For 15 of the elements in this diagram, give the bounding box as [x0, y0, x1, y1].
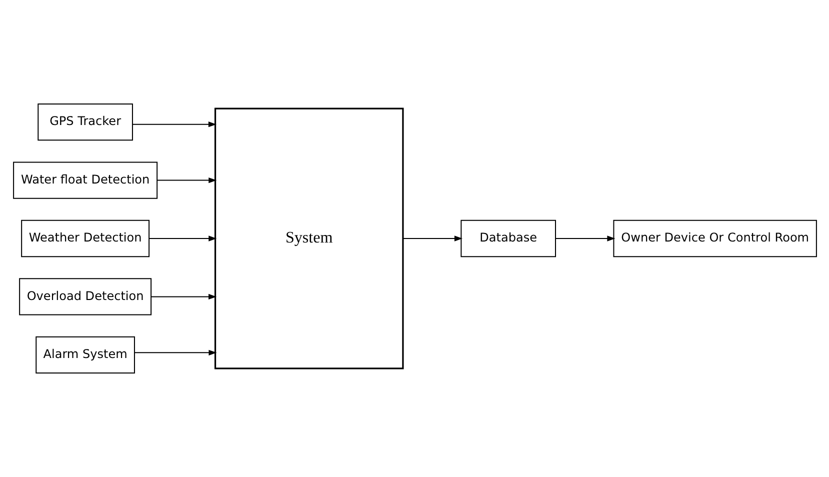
node-box: Weather Detection — [20, 220, 150, 258]
arrow — [555, 236, 615, 242]
arrow — [134, 350, 216, 356]
node-box: Alarm System — [35, 336, 134, 374]
node-box: Owner Device Or Control Room — [612, 220, 816, 258]
arrow — [402, 236, 462, 242]
node-box: Database — [460, 220, 556, 258]
node-box: System — [214, 108, 404, 370]
arrow — [148, 236, 216, 242]
arrow — [156, 177, 216, 184]
arrow — [132, 122, 216, 128]
node-box: Overload Detection — [18, 278, 152, 316]
arrow — [150, 294, 216, 300]
node-box: Water float Detection — [12, 162, 158, 199]
node-box: GPS Tracker — [37, 104, 132, 141]
